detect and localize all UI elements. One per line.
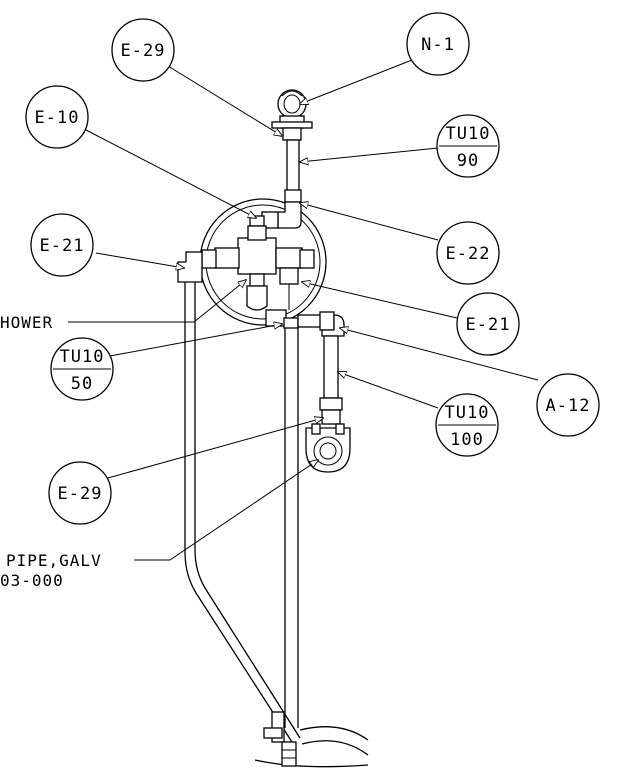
mixing-valve-body [237, 237, 277, 275]
callout-tu10-50: TU10 50 [50, 337, 114, 401]
hose-bottom [301, 740, 369, 756]
lower-valve-port [246, 285, 268, 311]
note-shower: HOWER [0, 313, 53, 332]
callout-n1-label: N-1 [421, 35, 455, 55]
assembly-drawing [177, 89, 369, 768]
callout-a12-label: A-12 [546, 396, 591, 416]
note-part-number: 03-000 [0, 571, 64, 590]
callout-tu10-100: TU10 100 [435, 393, 499, 457]
bottom-nozzle [281, 741, 297, 767]
callout-e29-bottom: E-29 [48, 461, 112, 525]
callout-e21-right-label: E-21 [466, 315, 511, 335]
hose-lower [254, 759, 369, 768]
shower-head [277, 89, 307, 119]
note-pipe-galv: PIPE,GALV [6, 551, 102, 570]
callout-tu10-90: TU10 90 [436, 114, 500, 178]
callout-tu10-100-top: TU10 [445, 403, 490, 423]
callout-e29-bottom-label: E-29 [58, 484, 103, 504]
callout-e22-label: E-22 [446, 244, 491, 264]
right-pipe [323, 335, 339, 399]
callout-tu10-50-bottom: 50 [71, 374, 93, 394]
callout-tu10-50-top: TU10 [60, 347, 105, 367]
left-pipe-outer [184, 282, 293, 743]
callout-e29-top: E-29 [111, 18, 175, 82]
callout-e29-top-label: E-29 [121, 41, 166, 61]
leader-lines [68, 59, 539, 561]
left-pipe-inner [194, 282, 301, 739]
callout-e10-label: E-10 [35, 108, 80, 128]
callout-tu10-100-bottom: 100 [450, 430, 484, 450]
callout-e21-right: E-21 [456, 292, 520, 356]
callout-n1: N-1 [406, 12, 470, 76]
callout-e10: E-10 [25, 85, 89, 149]
top-coupling [282, 127, 302, 141]
callout-e22: E-22 [436, 221, 500, 285]
callout-e21-left: E-21 [30, 213, 94, 277]
callout-tu10-90-bottom: 90 [457, 151, 479, 171]
bottom-valve-handle [263, 727, 283, 739]
top-pipe [286, 139, 300, 193]
callout-a12: A-12 [536, 373, 600, 437]
callout-e21-left-label: E-21 [40, 236, 85, 256]
callout-tu10-90-top: TU10 [446, 124, 491, 144]
elbow-e22 [277, 201, 302, 229]
hose-top [299, 726, 369, 741]
